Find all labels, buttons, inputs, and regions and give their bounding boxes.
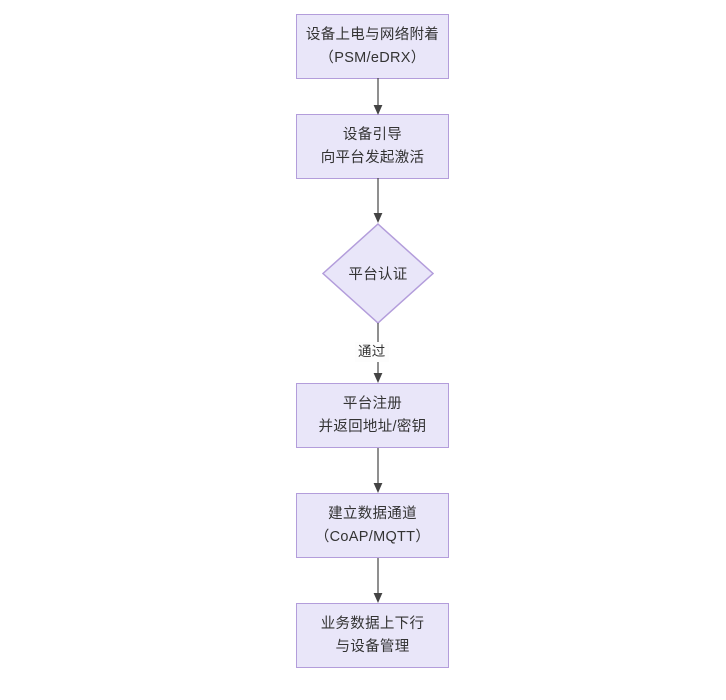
node-bootstrap[interactable]: 设备引导 向平台发起激活 [296,114,449,179]
connector-channel-to-service [370,558,386,604]
edge-label-auth-pass: 通过 [355,342,389,362]
node-data-channel-line-1: 建立数据通道 [328,506,417,523]
node-service-data-line-1: 业务数据上下行 [320,616,425,633]
connector-bootstrap-to-auth [370,178,386,224]
node-auth-decision[interactable]: 平台认证 [322,223,434,324]
node-data-channel-line-2: （CoAP/MQTT） [314,528,431,545]
connector-power-on-to-bootstrap [370,78,386,116]
node-auth-label: 平台认证 [348,267,408,283]
node-power-on-line-2: （PSM/eDRX） [319,49,426,66]
node-service-data-line-2: 与设备管理 [335,638,410,655]
node-register[interactable]: 平台注册 并返回地址/密钥 [296,383,449,448]
node-service-data[interactable]: 业务数据上下行 与设备管理 [296,603,449,668]
node-bootstrap-line-1: 设备引导 [342,127,403,144]
node-data-channel[interactable]: 建立数据通道 （CoAP/MQTT） [296,493,449,558]
node-register-line-2: 并返回地址/密钥 [318,418,427,435]
connector-register-to-channel [370,448,386,494]
node-register-line-1: 平台注册 [342,396,403,413]
node-power-on[interactable]: 设备上电与网络附着 （PSM/eDRX） [296,14,449,79]
node-bootstrap-line-2: 向平台发起激活 [320,149,425,166]
node-power-on-line-1: 设备上电与网络附着 [305,27,440,44]
